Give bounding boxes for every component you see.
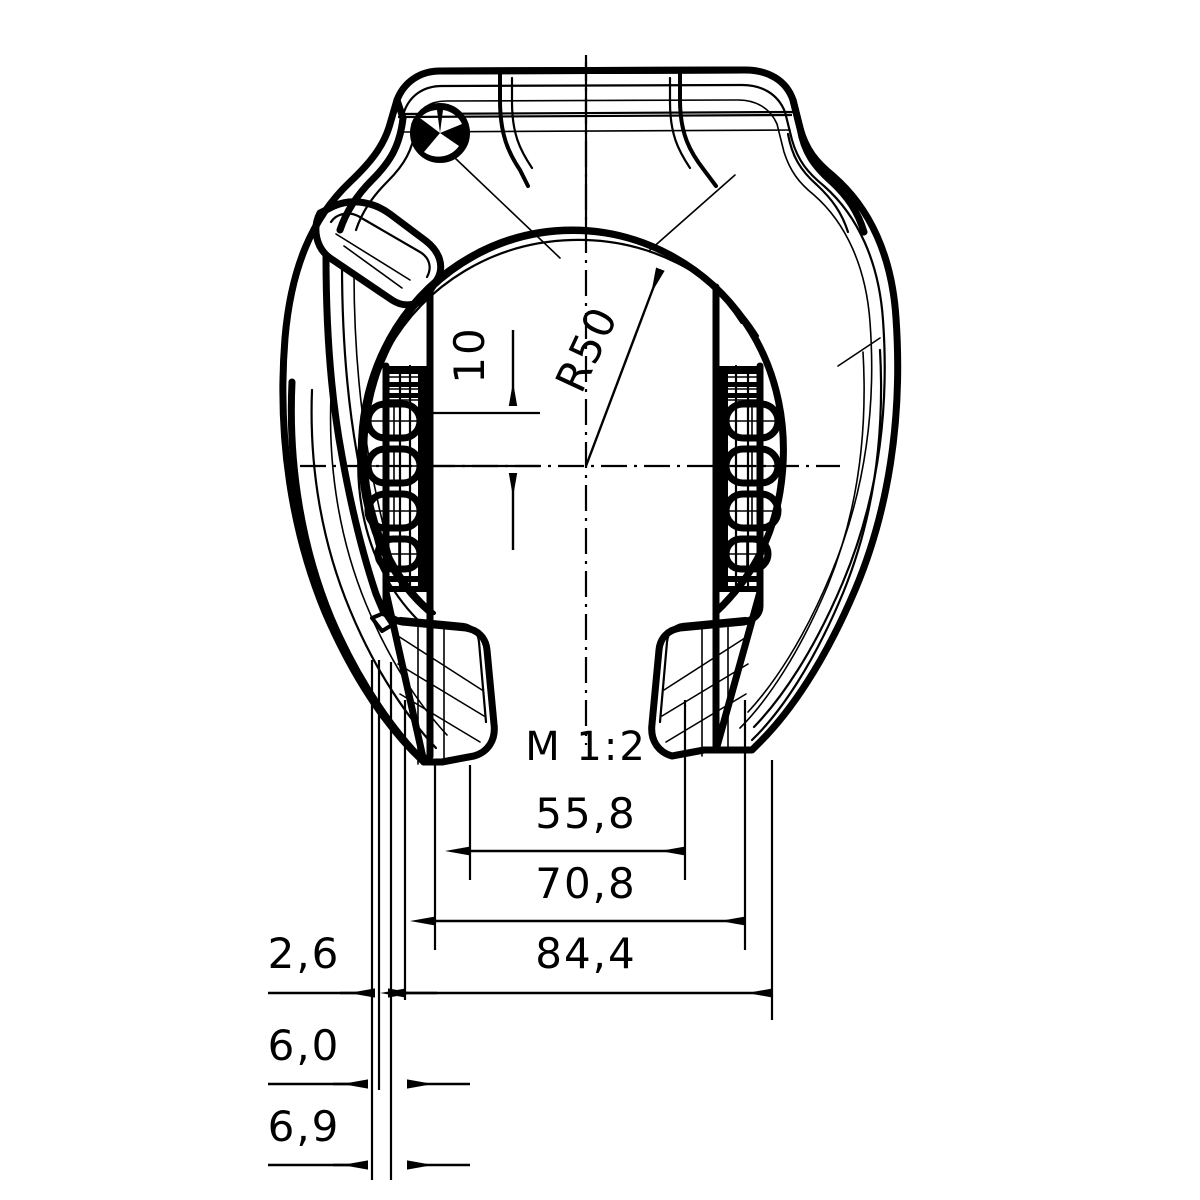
leg-extension-lines — [370, 660, 407, 1180]
lock-top-housing — [336, 66, 881, 367]
dimension-70-8: 70,8 — [410, 700, 747, 950]
centerlines — [300, 55, 840, 745]
dim-70-8-label: 70,8 — [535, 859, 637, 908]
dim-84-4-label: 84,4 — [535, 929, 637, 978]
ratchet-jaw-right — [648, 283, 782, 760]
ratchet-jaw-left — [364, 283, 498, 766]
dim-r50-label: R50 — [546, 298, 628, 399]
dim-10-label: 10 — [445, 326, 494, 383]
dimension-84-4: 84,4 — [380, 760, 774, 1020]
dimension-gap-10: 10 — [430, 326, 540, 550]
push-button-lever — [312, 198, 445, 633]
dimension-2-6: 2,6 — [268, 929, 437, 998]
dim-6-9-label: 6,9 — [268, 1102, 341, 1151]
dimension-r50: R50 — [546, 267, 665, 467]
dimension-55-8: 55,8 — [445, 700, 687, 880]
lock-body-outline — [279, 66, 902, 766]
dimension-6-0: 6,0 — [268, 1021, 470, 1089]
keyhole-icon — [410, 103, 470, 163]
dimension-6-9: 6,9 — [268, 1102, 470, 1170]
scale-note: M 1:2 — [525, 724, 647, 770]
dim-2-6-label: 2,6 — [268, 929, 341, 978]
dim-55-8-label: 55,8 — [535, 789, 637, 838]
dim-6-0-label: 6,0 — [268, 1021, 341, 1070]
